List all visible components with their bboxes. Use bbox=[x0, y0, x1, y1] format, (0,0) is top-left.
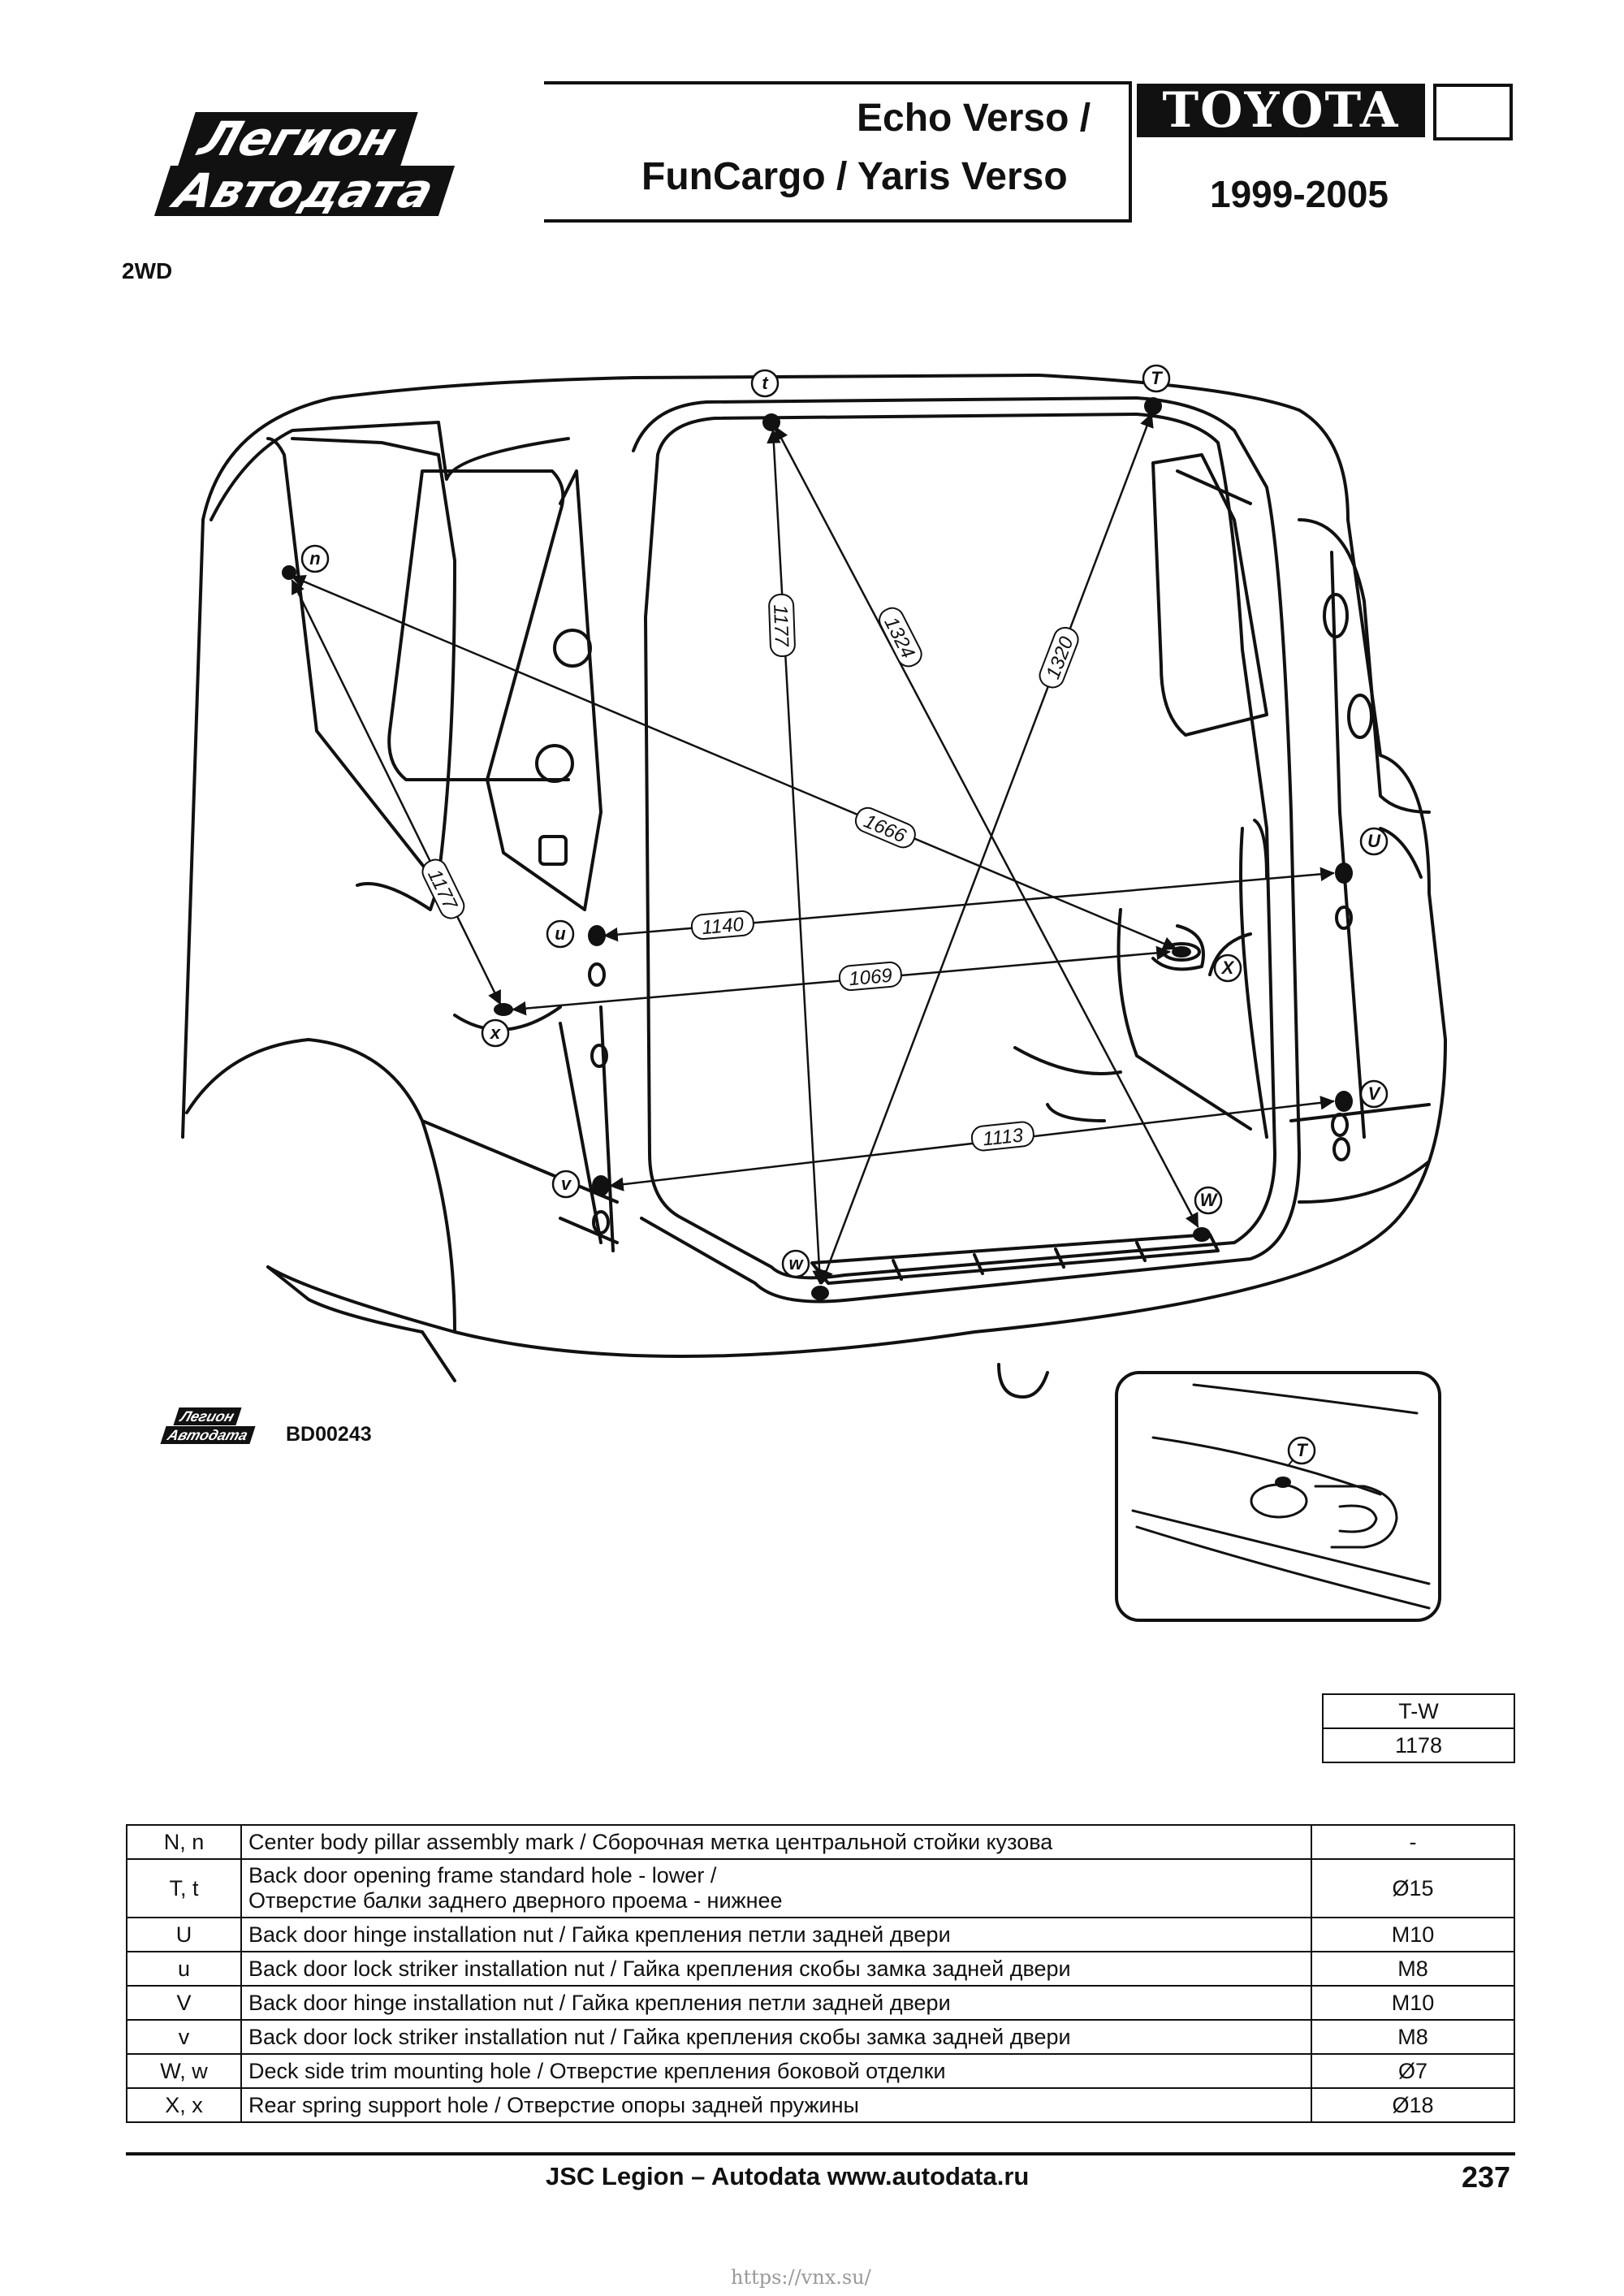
point-label-v: v bbox=[561, 1174, 572, 1194]
tw-header: T-W bbox=[1322, 1693, 1515, 1729]
row-description: Back door hinge installation nut / Гайка… bbox=[240, 1917, 1312, 1952]
row-code: X, x bbox=[126, 2087, 242, 2123]
row-description: Back door lock striker installation nut … bbox=[240, 2019, 1312, 2055]
dimension-label-1177-vertical: 1177 bbox=[769, 604, 793, 648]
table-row: N, n Center body pillar assembly mark / … bbox=[126, 1824, 1515, 1860]
body-dimension-diagram: 1177 1324 1320 1666 1177 1140 1069 1113 … bbox=[181, 364, 1447, 1622]
row-code: V bbox=[126, 1985, 242, 2021]
row-size: M10 bbox=[1311, 1985, 1515, 2021]
model-title-line-1: Echo Verso / bbox=[857, 97, 1091, 140]
row-description-line-1: Back door opening frame standard hole - … bbox=[248, 1863, 717, 1887]
dimension-label-1113: 1113 bbox=[982, 1124, 1025, 1150]
dimension-lines bbox=[291, 413, 1335, 1285]
row-code: W, w bbox=[126, 2053, 242, 2089]
inset-detail-T: T bbox=[1115, 1371, 1441, 1622]
row-size: Ø18 bbox=[1311, 2087, 1515, 2123]
row-code: N, n bbox=[126, 1824, 242, 1860]
table-row: T, t Back door opening frame standard ho… bbox=[126, 1858, 1515, 1918]
row-size: Ø7 bbox=[1311, 2053, 1515, 2089]
row-size: M10 bbox=[1311, 1917, 1515, 1952]
footer-publisher: JSC Legion – Autodata www.autodata.ru bbox=[546, 2162, 1030, 2190]
point-label-X: X bbox=[1220, 958, 1235, 978]
row-size: - bbox=[1311, 1824, 1515, 1860]
row-description-line-2: Отверстие балки заднего дверного проема … bbox=[248, 1888, 783, 1913]
row-size: M8 bbox=[1311, 2019, 1515, 2055]
table-row: U Back door hinge installation nut / Гай… bbox=[126, 1917, 1515, 1952]
inset-point-label-T: T bbox=[1296, 1440, 1308, 1460]
table-row: V Back door hinge installation nut / Гай… bbox=[126, 1985, 1515, 2021]
row-description: Back door lock striker installation nut … bbox=[240, 1951, 1312, 1987]
header-frame bbox=[544, 81, 1132, 223]
dimension-label-1140: 1140 bbox=[701, 914, 745, 939]
point-label-n: n bbox=[309, 548, 320, 569]
dimension-label-1069: 1069 bbox=[848, 965, 893, 991]
point-label-u: u bbox=[555, 923, 566, 944]
point-label-U: U bbox=[1367, 831, 1381, 851]
tw-dimension-table: T-W 1178 bbox=[1322, 1693, 1515, 1763]
table-row: W, w Deck side trim mounting hole / Отве… bbox=[126, 2053, 1515, 2089]
row-description: Rear spring support hole / Отверстие опо… bbox=[240, 2087, 1312, 2123]
row-code: u bbox=[126, 1951, 242, 1987]
row-code: T, t bbox=[126, 1858, 242, 1918]
point-label-V: V bbox=[1368, 1083, 1382, 1104]
reference-points-table: N, n Center body pillar assembly mark / … bbox=[126, 1824, 1515, 2123]
small-logo-line-1: Легион bbox=[173, 1407, 242, 1425]
row-code: v bbox=[126, 2019, 242, 2055]
footer-rule bbox=[126, 2152, 1515, 2155]
brand-box bbox=[1433, 84, 1513, 141]
row-code: U bbox=[126, 1917, 242, 1952]
table-row: v Back door lock striker installation nu… bbox=[126, 2019, 1515, 2055]
point-label-x: x bbox=[490, 1023, 501, 1043]
tw-value: 1178 bbox=[1322, 1727, 1515, 1763]
dimension-labels: 1177 1324 1320 1666 1177 1140 1069 1113 bbox=[421, 593, 1079, 1152]
model-years: 1999-2005 bbox=[1210, 173, 1389, 215]
table-row: u Back door lock striker installation nu… bbox=[126, 1951, 1515, 1987]
point-label-W: W bbox=[1200, 1190, 1219, 1210]
figure-code: BD00243 bbox=[286, 1423, 372, 1446]
row-size: M8 bbox=[1311, 1951, 1515, 1987]
row-size: Ø15 bbox=[1311, 1858, 1515, 1918]
page-number: 237 bbox=[1462, 2160, 1511, 2194]
row-description: Deck side trim mounting hole / Отверстие… bbox=[240, 2053, 1312, 2089]
row-description: Center body pillar assembly mark / Сборо… bbox=[240, 1824, 1312, 1860]
row-description: Back door hinge installation nut / Гайка… bbox=[240, 1985, 1312, 2021]
point-label-t: t bbox=[762, 373, 769, 393]
table-row: X, x Rear spring support hole / Отверсти… bbox=[126, 2087, 1515, 2123]
small-legion-logo: Легион Автодата bbox=[158, 1407, 272, 1446]
point-label-T: T bbox=[1151, 368, 1163, 388]
row-description: Back door opening frame standard hole - … bbox=[240, 1858, 1312, 1918]
drive-type-label: 2WD bbox=[122, 258, 173, 283]
vehicle-body-outline bbox=[181, 374, 1447, 1399]
point-callouts: t T n u U x X v V w W bbox=[300, 364, 1389, 1278]
point-label-w: w bbox=[788, 1253, 804, 1273]
brand-badge: TOYOTA bbox=[1137, 84, 1425, 137]
model-title-line-2: FunCargo / Yaris Verso bbox=[641, 155, 1068, 198]
watermark-url[interactable]: https://vnx.su/ bbox=[731, 2266, 871, 2289]
small-logo-line-2: Автодата bbox=[160, 1426, 256, 1444]
